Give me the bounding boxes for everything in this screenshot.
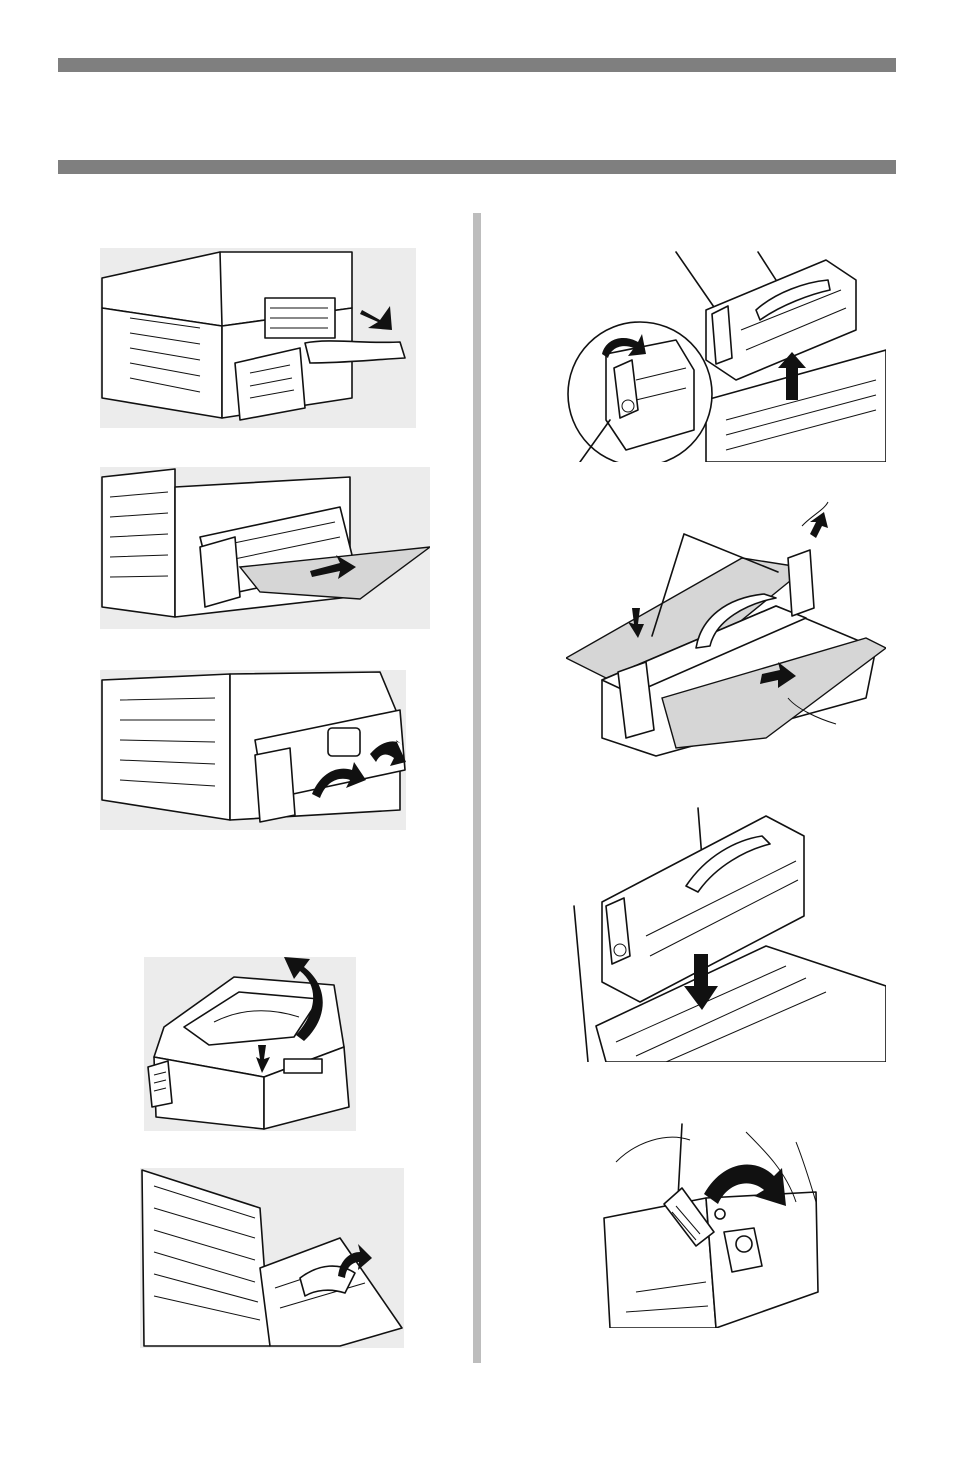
- figure-lift-fuser-unit: [566, 250, 886, 462]
- figure-lock-fuser-lever: [596, 1122, 828, 1328]
- figure-close-rear-duplex-cover: [100, 670, 406, 830]
- header-rule-bottom: [58, 160, 896, 174]
- header-rule-top: [58, 58, 896, 72]
- figure-remove-jammed-paper-duplex: [100, 467, 430, 629]
- figure-open-rear-duplex-cover: [100, 248, 416, 428]
- figure-remove-paper-from-fuser: [566, 498, 886, 762]
- center-divider: [473, 213, 481, 1363]
- figure-open-inner-cover: [140, 1168, 404, 1348]
- figure-open-top-cover: [144, 957, 356, 1131]
- figure-reinstall-fuser-unit: [566, 806, 886, 1062]
